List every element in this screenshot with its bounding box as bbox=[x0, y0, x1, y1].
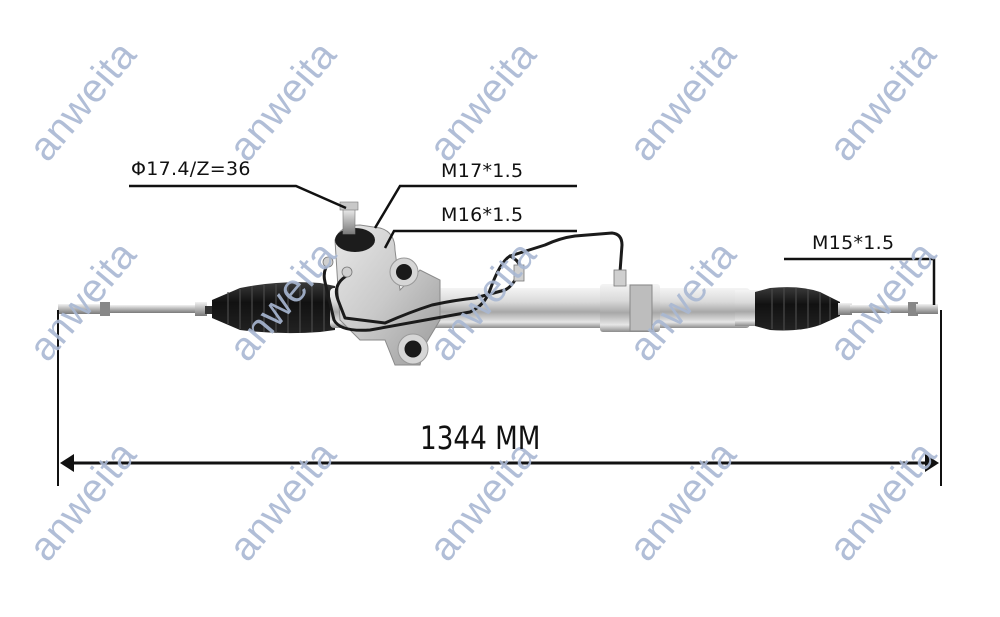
right-tie-rod bbox=[838, 302, 938, 316]
leader-lines bbox=[129, 184, 936, 305]
dimension-line-overall-length bbox=[57, 310, 942, 486]
overall-length-label: 1344 MM bbox=[420, 419, 541, 457]
right-boot bbox=[755, 287, 840, 331]
pinion-valve-body bbox=[334, 201, 441, 366]
tie-rod-thread-label: M15*1.5 bbox=[812, 232, 895, 254]
pinion-spec-label: Φ17.4/Z=36 bbox=[131, 158, 251, 180]
port-m16-label: M16*1.5 bbox=[441, 204, 524, 226]
port-m17-label: M17*1.5 bbox=[441, 160, 524, 182]
left-tie-rod bbox=[58, 302, 213, 316]
left-boot bbox=[212, 282, 335, 334]
